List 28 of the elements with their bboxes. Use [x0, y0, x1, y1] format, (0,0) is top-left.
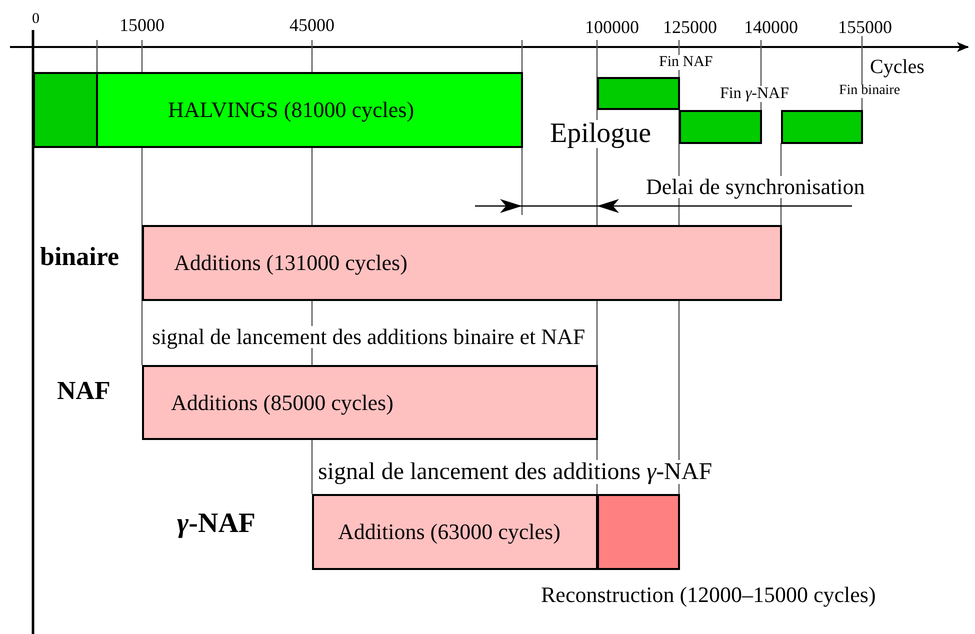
phase-label: Epilogue [550, 120, 652, 148]
tick-label: 45000 [290, 16, 334, 34]
bar-label: HALVINGS (81000 cycles) [168, 97, 414, 123]
phase-caption: Reconstruction (12000–15000 cycles) [541, 584, 876, 606]
task-bar [312, 494, 598, 570]
tick-label: 140000 [744, 18, 798, 36]
signal-label: signal de lancement des additions binaire et NAF [152, 326, 586, 348]
milestone-label: Fin NAF [659, 55, 713, 70]
tick-label: 125000 [663, 18, 717, 36]
bar-label: Additions (63000 cycles) [338, 519, 560, 545]
phase-block [597, 494, 680, 570]
phase-block [679, 110, 762, 144]
bar-label: Additions (85000 cycles) [171, 390, 394, 416]
phase-block [33, 72, 98, 148]
tick-label: 155000 [838, 18, 892, 36]
task-bar [142, 365, 598, 440]
task-bar [96, 72, 523, 148]
milestone-label: Fin γ-NAF [720, 86, 789, 102]
dimension-label: Delai de synchronisation [646, 176, 865, 198]
phase-block [597, 77, 680, 110]
axis-label: Cycles [870, 57, 924, 77]
signal-label: signal de lancement des additions γ-NAF [318, 460, 712, 484]
task-bar [142, 225, 782, 301]
tick-label: 100000 [585, 18, 639, 36]
tick-label: 15000 [120, 16, 164, 34]
phase-block [781, 110, 863, 144]
milestone-label: Fin binaire [839, 84, 900, 98]
bar-label: Additions (131000 cycles) [174, 250, 408, 276]
